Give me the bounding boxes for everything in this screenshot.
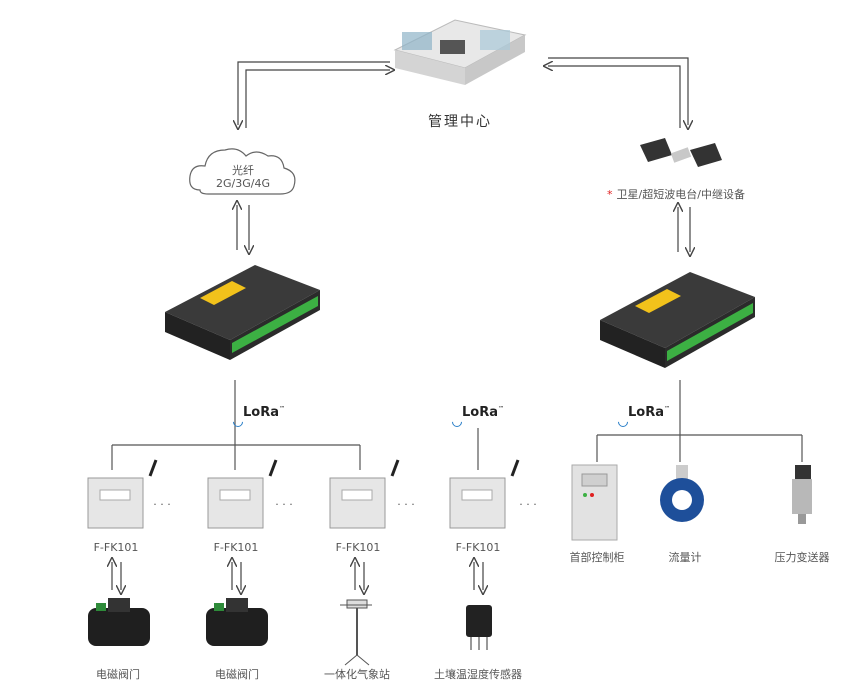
- lora-logo-middle: LoRa™: [449, 405, 504, 430]
- lora-text: LoRa: [462, 405, 498, 420]
- pressure-transmitter-icon: [792, 465, 812, 524]
- cloud-label-line1: 光纤: [232, 164, 254, 177]
- weather-station-label: 一体化气象站: [324, 668, 390, 681]
- satellite-label: *卫星/超短波电台/中继设备: [607, 186, 745, 202]
- valve-controller-2-label: F-FK101: [213, 541, 259, 554]
- links-controller-device: [112, 562, 483, 590]
- ellipsis-2: · · ·: [275, 498, 293, 511]
- cloud-icon: [189, 148, 296, 195]
- soil-sensor-icon: [466, 605, 492, 650]
- lora-tm: ™: [498, 405, 504, 413]
- valve-controller-1-icon: [87, 459, 158, 529]
- satellite-label-text: 卫星/超短波电台/中继设备: [616, 188, 745, 201]
- weather-station-icon: [340, 599, 372, 666]
- link-satellite-gateway: [678, 207, 690, 252]
- lora-logo-right: LoRa™: [615, 405, 670, 430]
- ellipsis-4: · · ·: [519, 498, 537, 511]
- lora-tm: ™: [279, 405, 285, 413]
- management-center-icon: [393, 19, 527, 85]
- star-icon: *: [607, 188, 613, 201]
- lora-tm: ™: [664, 405, 670, 413]
- gateway-left-icon: [165, 265, 320, 360]
- control-cabinet-label: 首部控制柜: [569, 551, 625, 564]
- flow-meter-icon: [660, 465, 704, 522]
- soil-sensor-label: 土壤温湿度传感器: [434, 668, 522, 681]
- valve-controller-4-label: F-FK101: [455, 541, 501, 554]
- management-center-label: 管理中心: [428, 114, 492, 130]
- cloud-label-line2: 2G/3G/4G: [216, 177, 270, 190]
- lora-bus-left: [111, 380, 479, 470]
- link-center-left: [238, 61, 390, 128]
- valve-controller-3-label: F-FK101: [335, 541, 381, 554]
- lora-logo-left: LoRa™: [230, 405, 285, 430]
- link-center-right: [548, 57, 688, 128]
- gateway-right-icon: [600, 272, 755, 368]
- satellite-icon: [640, 138, 722, 167]
- valve-controller-4-icon: [449, 459, 520, 529]
- pressure-transmitter-label: 压力变送器: [774, 551, 830, 564]
- lora-text: LoRa: [243, 405, 279, 420]
- link-cloud-gateway: [237, 205, 249, 250]
- lora-text: LoRa: [628, 405, 664, 420]
- solenoid-valve-2-icon: [206, 598, 268, 646]
- solenoid-valve-1-label: 电磁阀门: [96, 668, 140, 681]
- control-cabinet-icon: [571, 464, 618, 541]
- solenoid-valve-1-icon: [88, 598, 150, 646]
- ellipsis-1: · · ·: [153, 498, 171, 511]
- ellipsis-3: · · ·: [397, 498, 415, 511]
- valve-controller-2-icon: [207, 459, 278, 529]
- valve-controller-1-label: F-FK101: [93, 541, 139, 554]
- solenoid-valve-2-label: 电磁阀门: [215, 668, 259, 681]
- valve-controller-3-icon: [329, 459, 400, 529]
- lora-bus-right: [596, 380, 803, 462]
- flow-meter-label: 流量计: [668, 551, 702, 564]
